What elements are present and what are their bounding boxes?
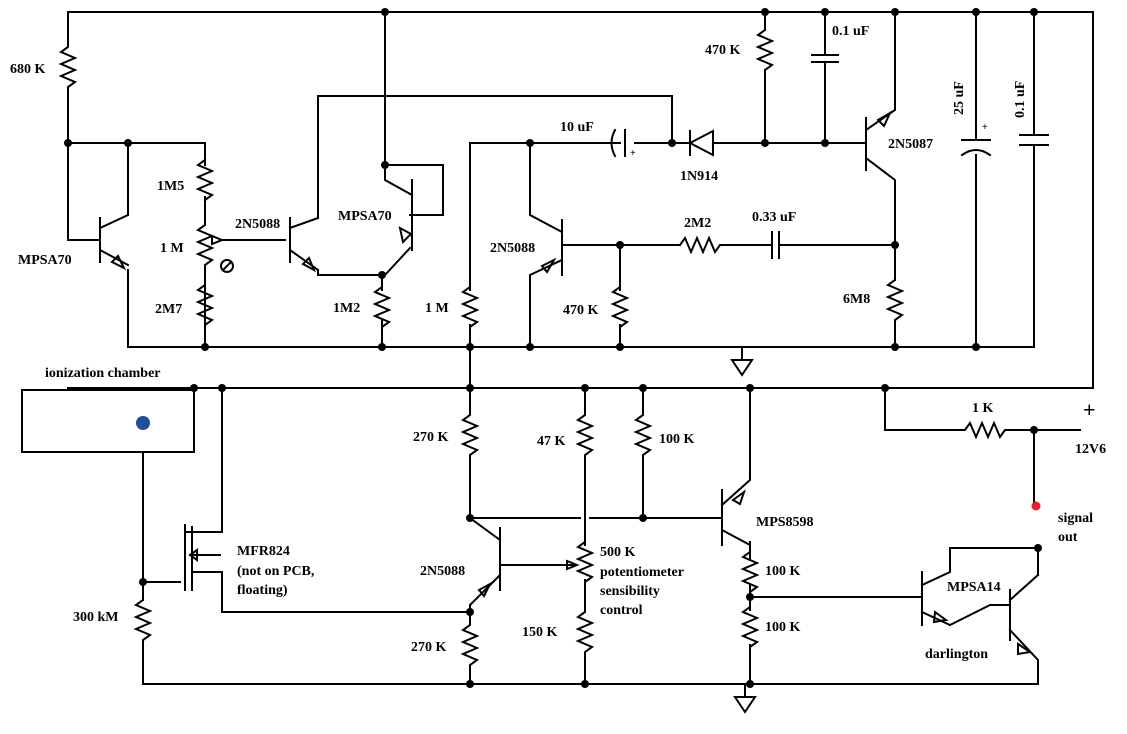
label-1m: 1 M (425, 301, 449, 316)
capacitor-01uf-right (1019, 134, 1049, 146)
resistor-1m2 (374, 276, 390, 338)
transistor-mpsa70-left (98, 213, 130, 267)
resistor-270k-bot (462, 614, 478, 676)
label-2n5088-a: 2N5088 (235, 217, 280, 232)
label-darlington: darlington (925, 647, 988, 662)
resistor-47k (577, 404, 593, 466)
label-1m5: 1M5 (157, 179, 184, 194)
svg-text:+: + (630, 148, 636, 159)
label-270k-bot: 270 K (411, 640, 447, 655)
label-1n914: 1N914 (680, 169, 718, 184)
label-150k: 150 K (522, 625, 558, 640)
label-signal-out-2: out (1058, 530, 1078, 545)
label-mpsa70-left: MPSA70 (18, 253, 72, 268)
label-680k: 680 K (10, 62, 46, 77)
label-plus: + (1083, 397, 1096, 422)
resistor-270k-top (462, 404, 478, 466)
resistor-1m (462, 276, 478, 338)
capacitor-25uf (960, 139, 992, 157)
label-470k-top: 470 K (705, 43, 741, 58)
label-2n5088-c: 2N5088 (420, 564, 465, 579)
label-signal-out-1: signal (1058, 511, 1093, 526)
label-mfr824-note2: floating) (237, 583, 288, 598)
resistor-6m8 (887, 269, 903, 331)
potentiometer-1m (197, 214, 213, 276)
label-6m8: 6M8 (843, 292, 870, 307)
label-mpsa14: MPSA14 (947, 580, 1001, 595)
label-25uf: 25 uF (952, 81, 967, 115)
label-100k-c: 100 K (765, 620, 801, 635)
pot-wiper-1m (211, 234, 225, 246)
potentiometer-500k (577, 531, 593, 593)
label-2m2: 2M2 (684, 216, 711, 231)
label-1m2: 1M2 (333, 301, 360, 316)
label-ionization-chamber: ionization chamber (45, 366, 161, 381)
label-pot-note3: control (600, 603, 643, 618)
label-mfr824-note1: (not on PCB, (237, 564, 314, 579)
label-2n5088-b: 2N5088 (490, 241, 535, 256)
label-supply: 12V6 (1075, 442, 1106, 457)
label-500k: 500 K (600, 545, 636, 560)
label-mfr824: MFR824 (237, 544, 290, 559)
label-300km: 300 kM (73, 610, 119, 625)
label-pot-note2: sensibility (600, 584, 660, 599)
resistor-100k-c (742, 596, 758, 658)
label-2m7: 2M7 (155, 302, 182, 317)
label-1k: 1 K (972, 401, 994, 416)
label-mps8598: MPS8598 (756, 515, 814, 530)
label-1m-pot: 1 M (160, 241, 184, 256)
label-01uf-right: 0.1 uF (1013, 81, 1028, 118)
trim-icon (220, 259, 234, 273)
resistor-100k-a (635, 404, 651, 466)
capacitor-01uf-top (811, 54, 839, 63)
diode-1n914 (687, 129, 714, 157)
resistor-1m5 (197, 149, 213, 211)
pot-wiper-500k (566, 559, 580, 571)
label-47k: 47 K (537, 434, 566, 449)
chamber-electrode (136, 416, 150, 430)
resistor-300km (135, 589, 151, 651)
capacitor-10uf (610, 128, 626, 158)
signal-out-terminal[interactable] (1031, 501, 1041, 511)
resistor-1k (954, 422, 1016, 438)
label-mpsa70-mid: MPSA70 (338, 209, 392, 224)
label-033uf: 0.33 uF (752, 210, 796, 225)
labels: 680 K 1M5 1 M 2M7 MPSA70 2N5088 MPSA70 1… (10, 24, 1106, 662)
resistor-470k-mid (612, 276, 628, 338)
capacitor-033uf (771, 231, 780, 259)
resistor-680k (60, 36, 76, 98)
label-270k-top: 270 K (413, 430, 449, 445)
label-470k-mid: 470 K (563, 303, 599, 318)
label-2n5087: 2N5087 (888, 137, 933, 152)
resistor-470k-top (757, 19, 773, 81)
transistors (98, 110, 1033, 656)
label-100k-a: 100 K (659, 432, 695, 447)
capacitors: + + (610, 54, 1049, 259)
label-01uf-top: 0.1 uF (832, 24, 869, 39)
wires (21, 11, 1094, 714)
label-pot-note1: potentiometer (600, 565, 684, 580)
label-100k-b: 100 K (765, 564, 801, 579)
label-10uf: 10 uF (560, 120, 594, 135)
resistor-2m7 (197, 274, 213, 336)
resistor-2m2 (669, 237, 731, 253)
resistor-150k (577, 601, 593, 663)
svg-text:+: + (982, 122, 988, 133)
